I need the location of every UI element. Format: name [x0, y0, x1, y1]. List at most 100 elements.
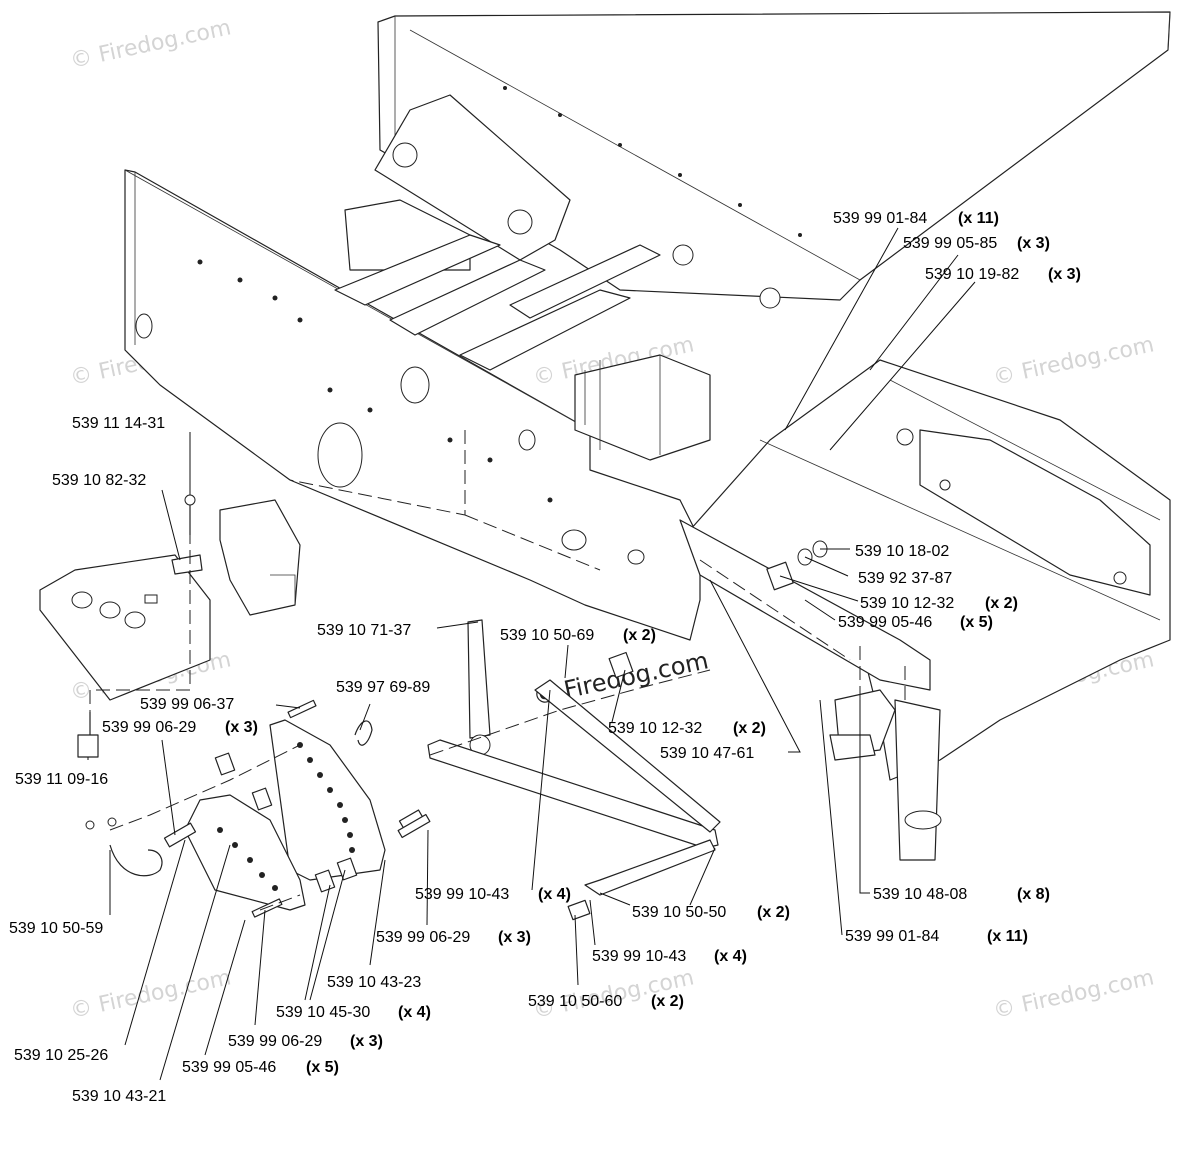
front-crossbeam [679, 519, 931, 691]
part-number: 539 97 69-89 [336, 679, 430, 696]
part-number: 539 10 43-21 [72, 1088, 166, 1105]
quantity: (x 2) [985, 595, 1018, 612]
callout[interactable]: 539 99 10-43 (x 4) [592, 948, 747, 965]
part-number: 539 99 01-84 [845, 928, 939, 945]
callout[interactable]: 539 10 25-26 [14, 1047, 108, 1064]
part-number: 539 99 05-46 [182, 1059, 276, 1076]
callout[interactable]: 539 92 37-87 [858, 570, 952, 587]
watermark-text: © Firedog.com [68, 15, 233, 73]
upper-link [534, 679, 721, 833]
callout[interactable]: 539 99 06-29 (x 3) [102, 719, 258, 736]
part-number: 539 99 10-43 [592, 948, 686, 965]
part-number: 539 99 01-84 [833, 210, 927, 227]
quantity: (x 2) [733, 720, 766, 737]
part-number: 539 10 50-69 [500, 627, 594, 644]
lower-link [427, 739, 719, 849]
callout[interactable]: 539 10 43-23 [327, 974, 421, 991]
pedal-lever [467, 619, 491, 739]
quantity: (x 3) [498, 929, 531, 946]
quantity: (x 3) [1017, 235, 1050, 252]
quantity: (x 2) [651, 993, 684, 1010]
toggle-switch [77, 734, 99, 758]
quantity: (x 11) [987, 928, 1028, 945]
part-number: 539 99 06-29 [228, 1033, 322, 1050]
cross-slat [334, 234, 501, 306]
part-number: 539 92 37-87 [858, 570, 952, 587]
bolt [287, 699, 317, 719]
callout[interactable]: 539 99 06-29 (x 3) [228, 1033, 383, 1050]
pedal-post [894, 699, 941, 861]
part-number: 539 10 25-26 [14, 1047, 108, 1064]
callout[interactable]: 539 99 05-46(x 5) [838, 614, 993, 631]
callout[interactable]: 539 10 12-32 (x 2) [860, 595, 1018, 612]
part-number: 539 10 45-30 [276, 1004, 370, 1021]
part-number: 539 11 09-16 [15, 771, 108, 788]
spacer [336, 857, 358, 881]
callout[interactable]: 539 10 48-08 (x 8) [873, 886, 1050, 903]
callout[interactable]: 539 11 14-31 [72, 415, 165, 432]
console-bracket [219, 499, 301, 616]
bushing [608, 651, 634, 679]
part-number: 539 10 50-59 [9, 920, 103, 937]
quantity: (x 2) [757, 904, 790, 921]
callout[interactable]: 539 10 50-50 (x 2) [632, 904, 790, 921]
callout[interactable]: 539 97 69-89 [336, 679, 430, 696]
leader-lines [87, 227, 976, 1081]
quantity: (x 2) [623, 627, 656, 644]
quantity: (x 3) [225, 719, 258, 736]
clevis-pin [397, 813, 431, 839]
quantity: (x 8) [1017, 886, 1050, 903]
quantity: (x 3) [1048, 266, 1081, 283]
short-link [584, 839, 716, 896]
callout[interactable]: 539 99 01-84 (x 11) [845, 928, 1028, 945]
part-number: 539 99 06-29 [102, 719, 196, 736]
center-bracket [574, 354, 711, 461]
callout[interactable]: 539 10 43-21 [72, 1088, 166, 1105]
part-number: 539 10 43-23 [327, 974, 421, 991]
quantity: (x 4) [538, 886, 571, 903]
part-number: 539 10 47-61 [660, 745, 754, 762]
part-number: 539 10 12-32 [608, 720, 702, 737]
callout[interactable]: 539 10 19-82 (x 3) [925, 266, 1081, 283]
callout[interactable]: 539 10 71-37 [317, 622, 411, 639]
quantity: (x 4) [714, 948, 747, 965]
part-number: 539 10 71-37 [317, 622, 411, 639]
part-number: 539 11 14-31 [72, 415, 165, 432]
callout[interactable]: 539 10 50-60(x 2) [528, 993, 684, 1010]
part-number: 539 10 82-32 [52, 472, 146, 489]
part-number: 539 99 05-85 [903, 235, 997, 252]
callout[interactable]: 539 10 18-02 [855, 543, 949, 560]
cross-slat [509, 244, 661, 319]
part-number: 539 10 12-32 [860, 595, 954, 612]
callout[interactable]: 539 99 06-37 [140, 696, 234, 713]
quantity: (x 4) [398, 1004, 431, 1021]
spacer [251, 787, 273, 811]
cross-slat [459, 289, 631, 371]
callout[interactable]: 539 99 06-29 (x 3) [376, 929, 531, 946]
callout[interactable]: 539 10 50-59 [9, 920, 103, 937]
part-number: 539 99 06-37 [140, 696, 234, 713]
part-number: 539 10 19-82 [925, 266, 1019, 283]
pin [163, 822, 197, 848]
small-plate [829, 734, 876, 761]
part-number: 539 10 50-50 [632, 904, 726, 921]
callout[interactable]: 539 99 05-85 (x 3) [903, 235, 1050, 252]
callout[interactable]: 539 99 10-43(x 4) [415, 886, 571, 903]
callout[interactable]: 539 10 12-32 (x 2) [608, 720, 766, 737]
callout[interactable]: 539 10 47-61 [660, 745, 754, 762]
quantity: (x 3) [350, 1033, 383, 1050]
callout[interactable]: 539 99 01-84(x 11) [833, 210, 999, 227]
spacer [214, 752, 236, 776]
callout[interactable]: 539 10 50-69 (x 2) [500, 627, 656, 644]
part-number: 539 99 06-29 [376, 929, 470, 946]
callout[interactable]: 539 99 05-46(x 5) [182, 1059, 339, 1076]
part-number: 539 10 18-02 [855, 543, 949, 560]
callout[interactable]: 539 11 09-16 [15, 771, 108, 788]
right-rail-box [919, 429, 1151, 596]
watermark-text: © Firedog.com [991, 332, 1156, 390]
callout[interactable]: 539 10 82-32 [52, 472, 146, 489]
callout[interactable]: 539 10 45-30 (x 4) [276, 1004, 431, 1021]
part-number: 539 10 48-08 [873, 886, 967, 903]
callouts: 539 99 01-84 (x 11) 539 99 05-85 (x 3) 539… [9, 210, 1081, 1105]
